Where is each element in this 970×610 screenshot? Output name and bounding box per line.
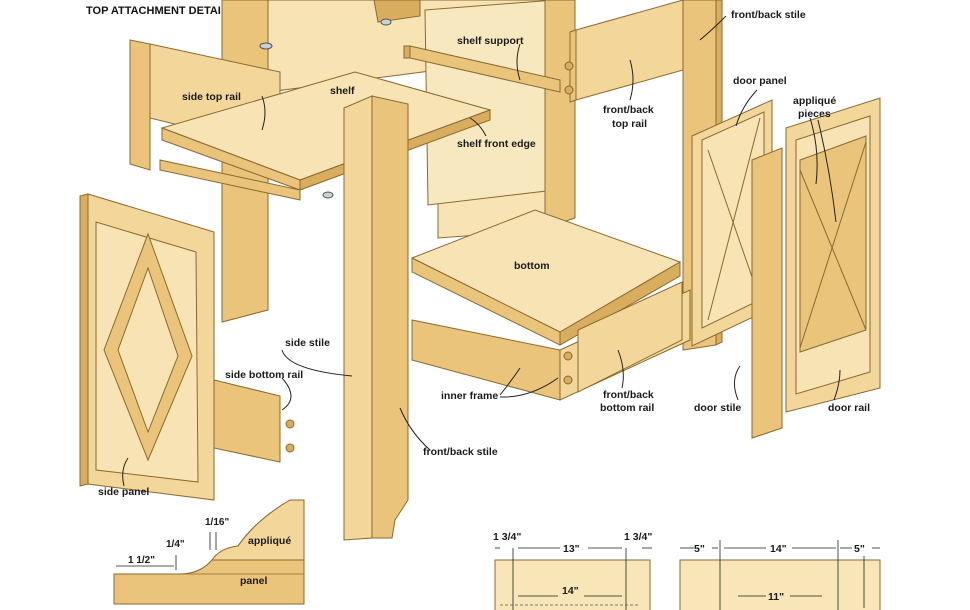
label-front-back-stile-bottom: front/back stile <box>423 446 498 458</box>
dim-right-middle: 14" <box>770 543 787 555</box>
label-door-rail: door rail <box>828 402 870 414</box>
label-front-back-bottom-rail-line2: bottom rail <box>600 402 654 414</box>
profile-label-panel: panel <box>240 575 268 587</box>
label-shelf-support: shelf support <box>457 35 524 47</box>
dimension-drawing-right: 5" 14" 5" 11" <box>679 540 881 610</box>
profile-label-applique: appliqué <box>248 535 291 547</box>
front-back-bottom-rail <box>577 281 683 393</box>
label-door-stile: door stile <box>694 402 741 414</box>
label-side-stile: side stile <box>285 337 330 349</box>
dimension-drawing-left: 1 3/4" 13" 1 3/4" 14" <box>493 531 652 610</box>
label-side-top-rail: side top rail <box>182 91 241 103</box>
dim-right-outer-right: 5" <box>854 543 865 555</box>
dim-left-outer-left: 1 3/4" <box>493 531 521 543</box>
label-bottom: bottom <box>514 260 550 272</box>
profile-dim-c: 1 1/2" <box>128 555 155 566</box>
door-stile <box>751 147 783 439</box>
diagram-title: TOP ATTACHMENT DETAIL <box>86 5 228 17</box>
label-applique-pieces-line1: appliqué <box>793 95 836 107</box>
dim-right-outer-left: 5" <box>694 543 705 555</box>
door-frame <box>785 97 881 413</box>
label-side-bottom-rail: side bottom rail <box>225 369 303 381</box>
label-side-panel: side panel <box>98 486 149 498</box>
label-front-back-bottom-rail-line1: front/back <box>603 389 654 401</box>
profile-detail: appliqué panel 1/4" 1/16" 1 1/2" <box>113 499 305 605</box>
dim-left-lower: 14" <box>562 585 579 597</box>
side-stile <box>343 95 409 541</box>
leader-lines <box>122 15 841 487</box>
label-front-back-stile-top: front/back stile <box>731 9 806 21</box>
profile-dim-b: 1/16" <box>205 517 229 528</box>
profile-dim-a: 1/4" <box>166 539 185 550</box>
dim-right-lower: 11" <box>768 591 784 603</box>
label-door-panel: door panel <box>733 75 787 87</box>
front-back-top-rail <box>564 0 684 103</box>
side-panel <box>79 193 215 501</box>
dim-left-outer-right: 1 3/4" <box>624 531 652 543</box>
label-front-back-top-rail-line2: top rail <box>612 118 647 130</box>
side-bottom-rail <box>213 379 295 463</box>
label-inner-frame: inner frame <box>441 390 498 402</box>
label-front-back-top-rail-line1: front/back <box>603 104 654 116</box>
label-shelf: shelf <box>330 85 355 97</box>
label-applique-pieces-line2: pieces <box>798 108 831 120</box>
dim-left-middle: 13" <box>563 543 580 555</box>
side-rail-strip <box>159 159 301 201</box>
label-shelf-front-edge: shelf front edge <box>457 138 536 150</box>
